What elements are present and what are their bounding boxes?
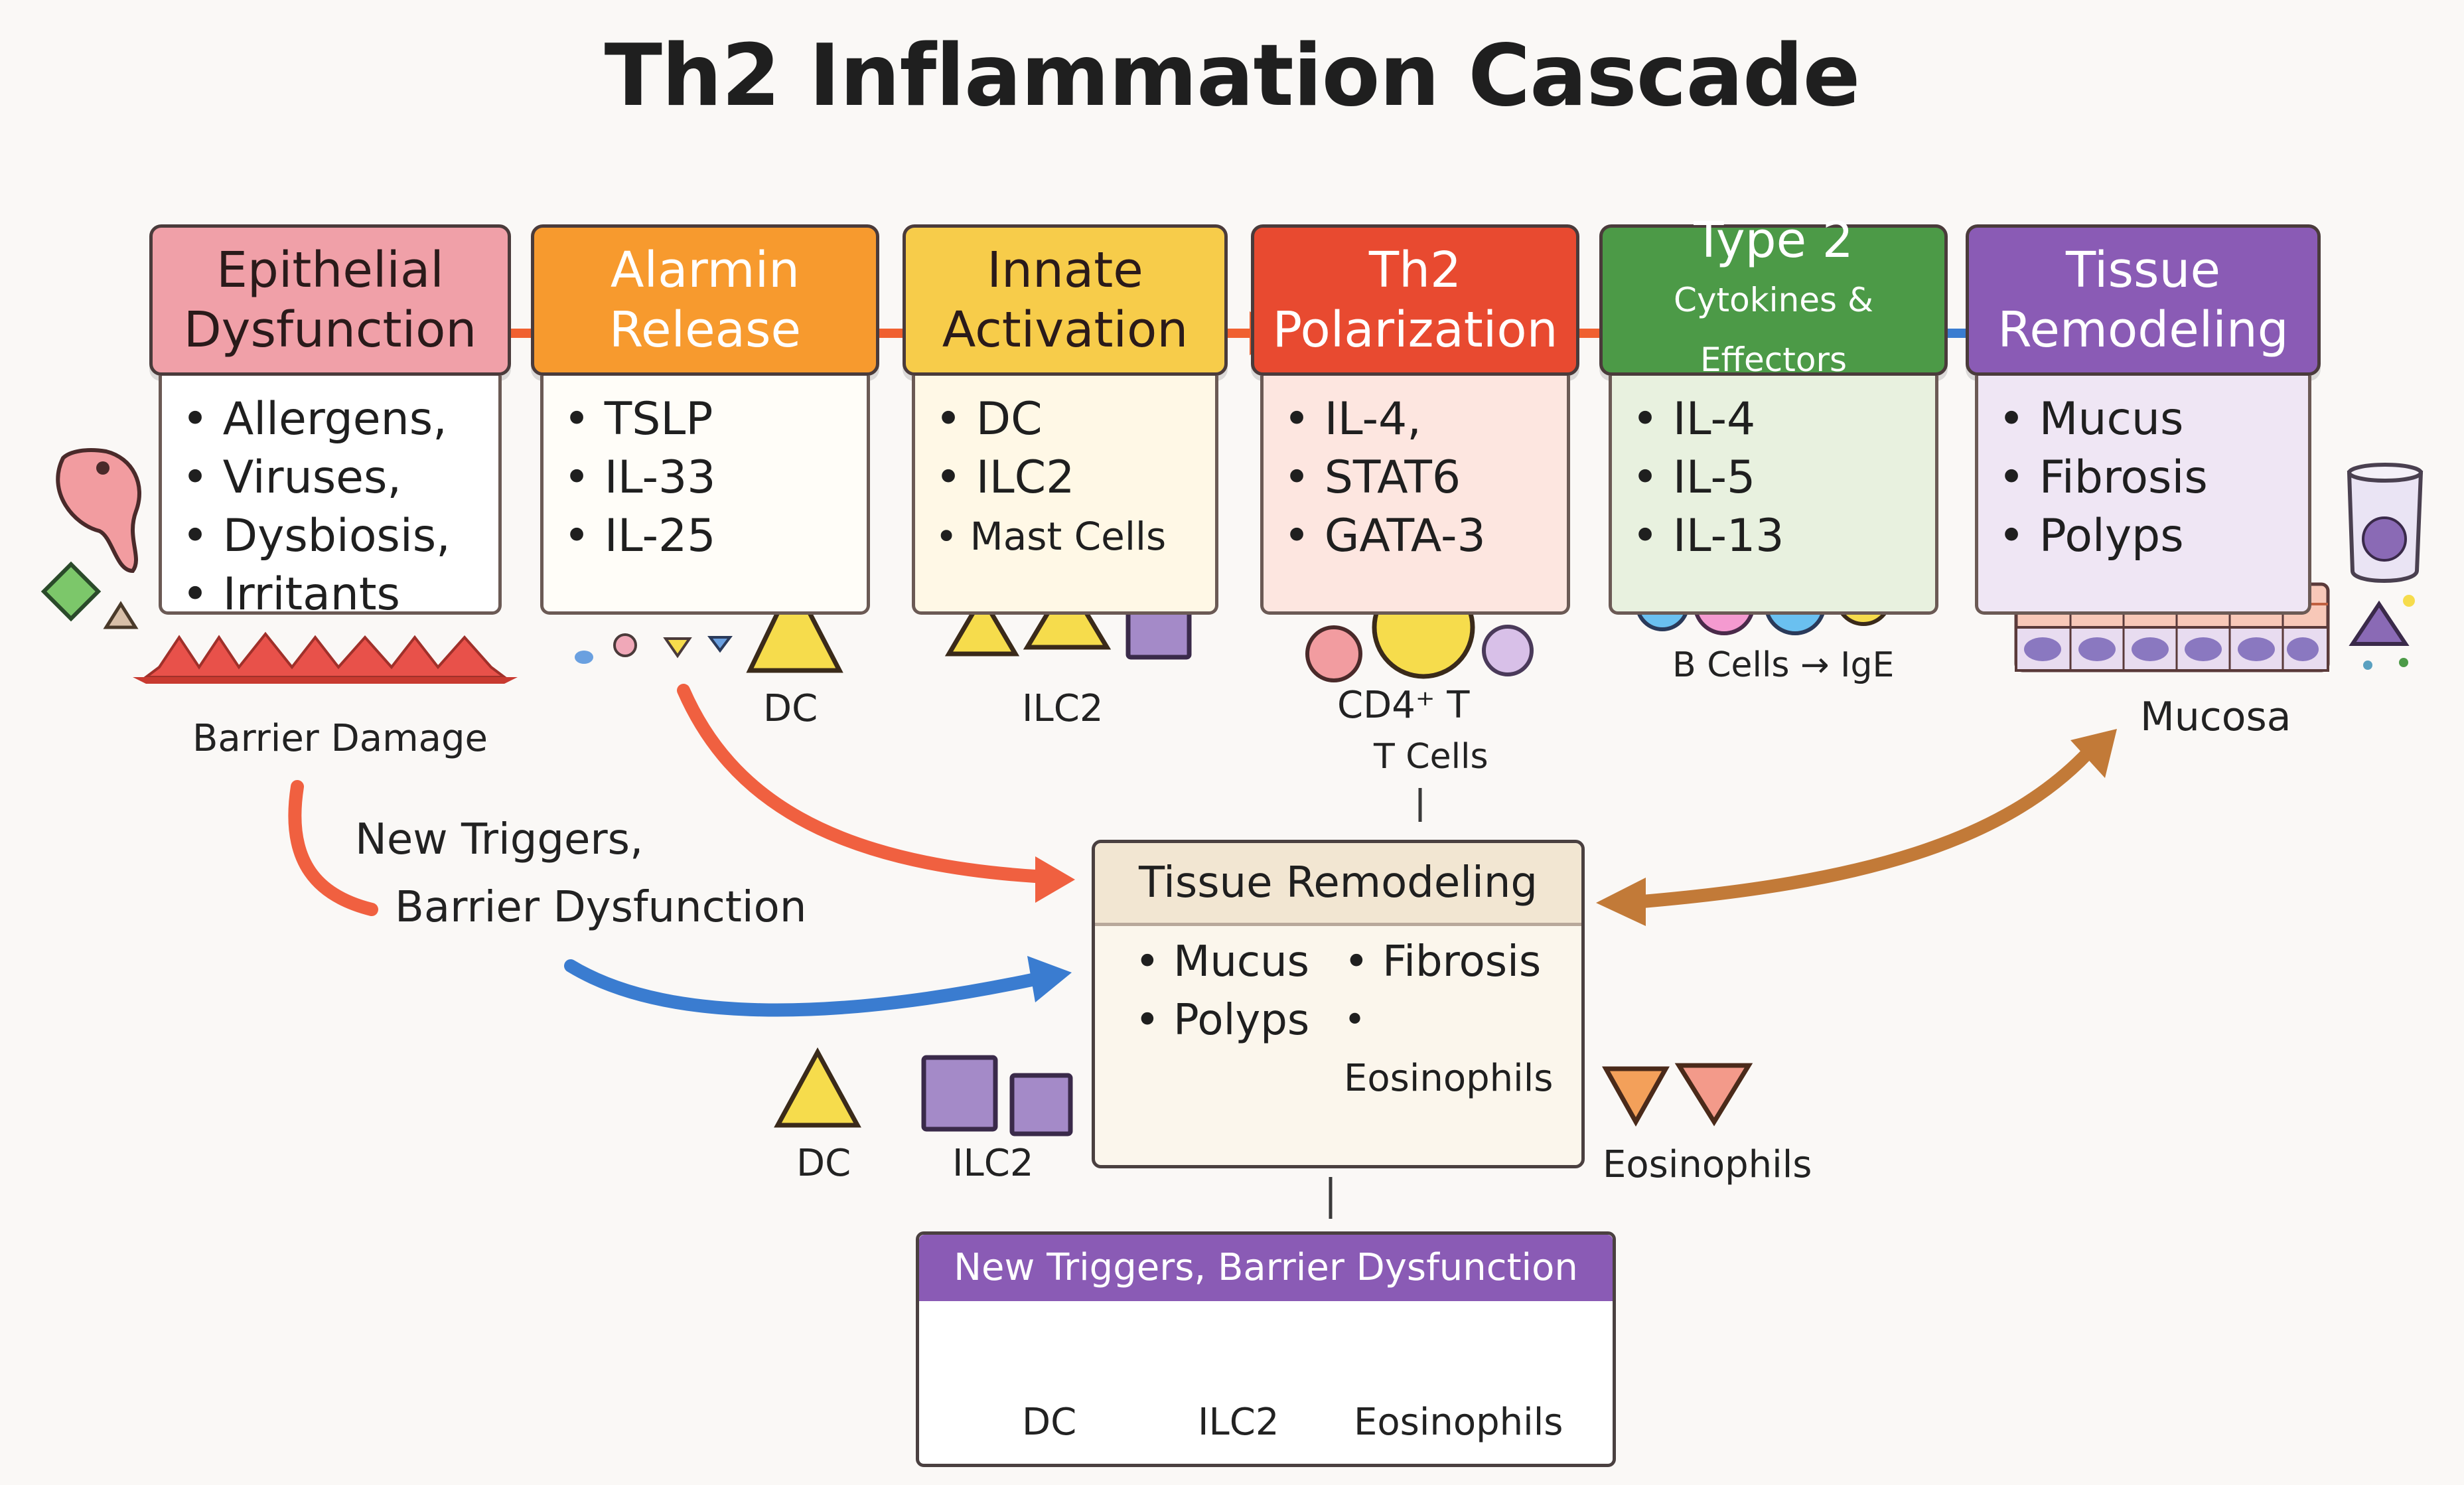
stage-6: TissueRemodelingMucusFibrosisPolyps	[1966, 224, 2321, 615]
cd4-cell-small-left	[1305, 625, 1362, 682]
stage-6-item: Polyps	[1998, 507, 2288, 566]
center-item-polyps: • Polyps	[1135, 996, 1310, 1045]
stage-4-item: STAT6	[1283, 449, 1547, 507]
mucosa-triangle	[2349, 600, 2410, 646]
stage-2-body: TSLPIL-33IL-25	[540, 376, 870, 615]
stage-3-title-line2: Activation	[942, 301, 1189, 358]
dc-cell-1	[746, 576, 843, 673]
stage-2-title-line1: Alarmin	[610, 242, 800, 299]
stage-2-item: TSLP	[563, 390, 847, 449]
stage-6-body: MucusFibrosisPolyps	[1975, 376, 2311, 615]
bottom-label-ilc2: ILC2	[1198, 1401, 1279, 1444]
stage-5-item: IL-5	[1632, 449, 1915, 507]
stage-5-title-line1: Type 2	[1694, 212, 1853, 269]
center-item-fibrosis: • Fibrosis	[1344, 937, 1542, 986]
ilc2-triangle-1	[944, 593, 1020, 657]
brown-arrow	[1636, 743, 2097, 908]
stage-2-item: IL-33	[563, 449, 847, 507]
label-new-triggers-2: Barrier Dysfunction	[395, 883, 807, 932]
red-arrow-new-triggers	[288, 780, 378, 916]
stage-1: EpithelialDysfunctionAllergens,Viruses,D…	[149, 224, 511, 621]
label-cd4-line1: CD4⁺ T	[1337, 684, 1470, 727]
ilc2-square-large	[921, 1055, 998, 1132]
eosinophil-tri-1	[1602, 1066, 1670, 1127]
stage-6-item: Mucus	[1998, 390, 2288, 449]
ilc2-square-small	[1009, 1073, 1073, 1136]
stage-2-item: IL-25	[563, 507, 847, 566]
stage-4-body: IL-4,STAT6GATA-3	[1260, 376, 1570, 615]
stage-1-title-line1: Epithelial	[216, 242, 444, 299]
stage-1-item: Allergens,	[182, 390, 478, 449]
label-cd4-line2: T Cells	[1374, 737, 1488, 777]
stage-3: InnateActivationDCILC2Mast Cells	[903, 224, 1228, 615]
cd4-cell-small-right	[1482, 625, 1534, 676]
bottom-label-eosinophils: Eosinophils	[1354, 1401, 1563, 1444]
label-barrier-damage: Barrier Damage	[192, 717, 488, 760]
label-ilc2-2: ILC2	[952, 1142, 1034, 1185]
stage-1-body: Allergens,Viruses,Dysbiosis,Irritants	[159, 376, 502, 621]
epithelial-cell-icon	[56, 448, 141, 574]
red-arrow-from-alarmin	[677, 684, 1042, 883]
stage-4-title-line1: Th2	[1368, 242, 1462, 299]
stage-4-title-line2: Polarization	[1272, 301, 1558, 358]
stage-1-title-line2: Dysfunction	[183, 301, 477, 358]
stage-6-item: Fibrosis	[1998, 449, 2288, 507]
dc-cell-2	[774, 1047, 861, 1128]
stage-4-item: GATA-3	[1283, 507, 1547, 566]
stage-3-item: Mast Cells	[935, 507, 1195, 566]
barrier-damage-spikes	[133, 631, 518, 684]
label-eosinophils: Eosinophils	[1603, 1143, 1812, 1186]
stage-3-title-line1: Innate	[987, 242, 1143, 299]
stage-4: Th2PolarizationIL-4,STAT6GATA-3	[1251, 224, 1579, 615]
label-dc-2: DC	[796, 1142, 851, 1185]
eosinophil-tri-2	[1674, 1063, 1753, 1127]
stage-6-title-line2: Remodeling	[1997, 301, 2289, 358]
center-tissue-remodeling-box: Tissue Remodeling • Mucus • Polyps • Fib…	[1092, 840, 1585, 1168]
stage-1-item: Dysbiosis,	[182, 507, 478, 566]
stage-3-item: DC	[935, 390, 1195, 449]
stage-2-title-line2: Release	[609, 301, 802, 358]
mucus-cup-icon	[2347, 463, 2424, 583]
center-box-title: Tissue Remodeling	[1095, 843, 1581, 926]
stage-5-item: IL-13	[1632, 507, 1915, 566]
stage-5-header: Type 2 Cytokines & Effectors	[1599, 212, 1948, 379]
bottom-box-title: New Triggers, Barrier Dysfunction	[919, 1235, 1613, 1301]
stage-5-item: IL-4	[1632, 390, 1915, 449]
stage-3-item: ILC2	[935, 449, 1195, 507]
center-item-eosinophils: • Eosinophils	[1344, 998, 1554, 1100]
stage-1-item: Irritants	[182, 566, 478, 624]
label-dc-1: DC	[763, 687, 818, 730]
stage-5-body: IL-4IL-5IL-13	[1609, 376, 1938, 615]
bottom-new-triggers-box: New Triggers, Barrier Dysfunction DC ILC…	[916, 1231, 1616, 1467]
label-mucosa: Mucosa	[2140, 694, 2291, 740]
bottom-label-dc: DC	[1022, 1401, 1077, 1444]
stage-4-item: IL-4,	[1283, 390, 1547, 449]
center-item-mucus: • Mucus	[1135, 937, 1309, 986]
stage-3-body: DCILC2Mast Cells	[912, 376, 1218, 615]
label-bcells: B Cells → IgE	[1672, 645, 1895, 685]
page-title: Th2 Inflammation Cascade	[604, 27, 1861, 125]
label-ilc2-1: ILC2	[1022, 687, 1104, 730]
allergen-triangle	[103, 601, 139, 629]
label-new-triggers-1: New Triggers,	[355, 815, 644, 864]
stage-2: AlarminReleaseTSLPIL-33IL-25	[531, 224, 879, 615]
allergen-diamond	[40, 561, 102, 622]
stage-5-title-line2: Cytokines & Effectors	[1674, 281, 1873, 379]
stage-6-title-line1: Tissue	[2065, 242, 2220, 299]
stage-1-item: Viruses,	[182, 449, 478, 507]
blue-arrow	[564, 959, 1042, 1017]
